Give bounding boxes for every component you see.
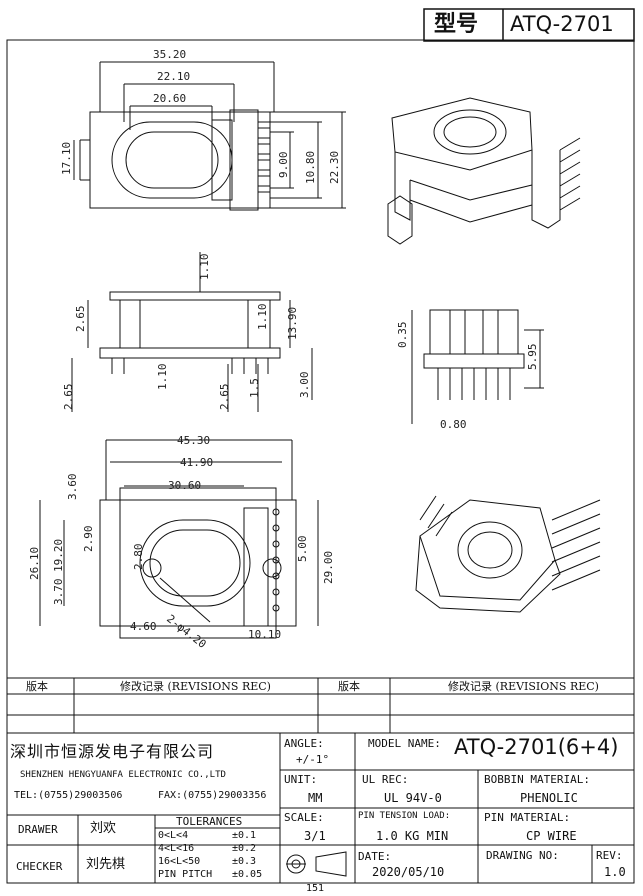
bobbin-material-value: PHENOLIC [520, 791, 578, 805]
dim-30-60: 30.60 [168, 479, 201, 492]
model-name-label: MODEL NAME: [368, 737, 441, 750]
angle-value: +/-1° [296, 753, 330, 766]
pin-tension-label: PIN TENSION LOAD: [358, 811, 451, 821]
dim-1-10-b: 1.10 [256, 304, 269, 331]
tol-value-2: ±0.3 [232, 856, 257, 867]
tol-range-0: 0<L<4 [158, 830, 189, 841]
dim-20-60: 20.60 [153, 92, 186, 105]
front-view [411, 309, 544, 424]
dim-9-00: 9.00 [277, 152, 290, 179]
dim-1-10-a: 1.10 [198, 254, 211, 281]
model-name-value: ATQ-2701(6+4) [454, 735, 619, 759]
scale-value: 3/1 [304, 829, 326, 843]
unit-label: UNIT: [284, 773, 318, 786]
tol-range-1: 4<L<16 [158, 843, 195, 854]
tol-value-0: ±0.1 [232, 830, 257, 841]
pin-material-label: PIN MATERIAL: [484, 811, 571, 824]
rev-header-right: 版本 [338, 680, 360, 693]
dim-1-10-c: 1.10 [156, 364, 169, 391]
unit-value: MM [308, 791, 323, 805]
company-fax: FAX:(0755)29003356 [158, 790, 267, 801]
dim-13-90: 13.90 [286, 307, 299, 340]
angle-label: ANGLE: [284, 737, 324, 750]
date-value: 2020/05/10 [372, 865, 445, 879]
dim-17-10: 17.10 [60, 142, 73, 175]
pin-tension-value: 1.0 KG MIN [376, 829, 449, 843]
tol-value-1: ±0.2 [232, 843, 257, 854]
dim-3-00: 3.00 [298, 372, 311, 399]
dim-3-60: 3.60 [66, 474, 79, 501]
dim-29-00: 29.00 [322, 551, 335, 584]
dim-2-65-c: 2.65 [218, 384, 231, 411]
dim-2-80: 2.80 [132, 544, 145, 571]
company-name-en: SHENZHEN HENGYUANFA ELECTRONIC CO.,LTD [20, 770, 226, 780]
dim-22-10: 22.10 [157, 70, 190, 83]
pin-material-value: CP WIRE [526, 829, 577, 843]
tolerances-label: TOLERANCES [176, 815, 243, 828]
page-number: 151 [306, 883, 325, 894]
dim-22-30: 22.30 [328, 151, 341, 184]
date-label: DATE: [358, 850, 392, 863]
tol-range-2: 16<L<50 [158, 856, 201, 867]
scale-label: SCALE: [284, 811, 324, 824]
top-view [73, 61, 346, 211]
company-name-cn: 深圳市恒源发电子有限公司 [10, 742, 215, 761]
bobbin-material-label: BOBBIN MATERIAL: [484, 773, 590, 786]
title-block-grid [6, 677, 635, 884]
ul-rec-value: UL 94V-0 [384, 791, 442, 805]
dim-19-20: 19.20 [52, 539, 65, 572]
dim-41-90: 41.90 [180, 456, 213, 469]
model-label: 型号 [434, 11, 479, 37]
tol-range-3: PIN PITCH [158, 869, 213, 880]
dim-2-65-b: 2.65 [62, 384, 75, 411]
dim-45-30: 45.30 [177, 434, 210, 447]
dim-1-5: 1.5 [248, 378, 261, 398]
checker-label: CHECKER [16, 860, 63, 873]
dim-26-10: 26.10 [28, 547, 41, 580]
drawing-no-label: DRAWING NO: [486, 849, 559, 862]
rev-header-left: 版本 [26, 680, 48, 693]
rev-label: REV: [596, 849, 623, 862]
model-value: ATQ-2701 [510, 12, 614, 36]
company-tel: TEL:(0755)29003506 [14, 790, 123, 801]
dim-5-00: 5.00 [296, 536, 309, 563]
rev-record-left: 修改记录 (REVISIONS REC) [120, 680, 271, 693]
drawer-label: DRAWER [18, 823, 58, 836]
dim-3-70: 3.70 [52, 579, 65, 606]
dim-10-10: 10.10 [248, 628, 281, 641]
side-view [71, 252, 313, 412]
dim-2-65-a: 2.65 [74, 306, 87, 333]
dim-4-60: 4.60 [130, 620, 157, 633]
dim-0-80: 0.80 [440, 418, 467, 431]
dim-2-phi-4-20: 2-φ4.20 [164, 612, 209, 651]
isometric-view-top [387, 97, 581, 245]
dim-0-35: 0.35 [396, 322, 409, 349]
tol-value-3: ±0.05 [232, 869, 263, 880]
dim-2-90: 2.90 [82, 526, 95, 553]
checker-value: 刘先棋 [86, 857, 126, 872]
dim-35-20: 35.20 [153, 48, 186, 61]
rev-record-right: 修改记录 (REVISIONS REC) [448, 680, 599, 693]
dim-5-95: 5.95 [526, 344, 539, 371]
header-box [423, 8, 635, 42]
dim-10-80: 10.80 [304, 151, 317, 184]
ul-rec-label: UL REC: [362, 773, 409, 786]
rev-value: 1.0 [604, 865, 626, 879]
bottom-view [39, 439, 319, 639]
isometric-view-bottom [415, 495, 601, 613]
drawer-value: 刘欢 [90, 821, 117, 836]
